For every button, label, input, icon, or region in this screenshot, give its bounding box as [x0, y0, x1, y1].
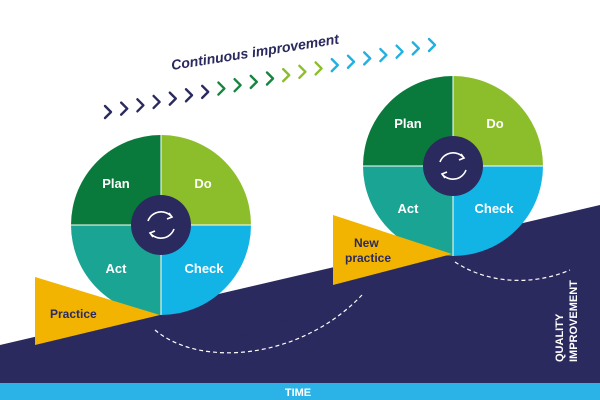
chevron-right-icon	[103, 104, 113, 120]
act-quadrant	[71, 225, 161, 315]
chevron-right-icon	[363, 51, 372, 66]
chevron-right-icon	[298, 64, 307, 79]
chevron-right-icon	[411, 41, 420, 56]
chevron-right-icon	[201, 84, 210, 100]
implementing-label: Implementing new practice	[207, 316, 289, 339]
cycle-center	[131, 195, 191, 255]
act-quadrant	[363, 166, 453, 256]
chevron-right-icon	[330, 57, 339, 73]
quality-axis-label: QUALITY IMPROVEMENT	[554, 280, 580, 362]
new-practice-wedge	[333, 215, 452, 285]
plan-label: Plan	[102, 176, 130, 191]
chevron-right-icon	[395, 44, 404, 59]
progression-chevrons	[103, 37, 437, 120]
implementing-dashed-curve-2	[454, 261, 571, 281]
chevron-right-icon	[346, 54, 356, 69]
practice-wedge	[35, 277, 160, 345]
chevron-right-icon	[136, 98, 145, 113]
new-practice-wedge-label-line2: practice	[345, 251, 391, 265]
chevron-right-icon	[427, 37, 437, 53]
plan-quadrant	[71, 135, 161, 225]
svg-text:QUALITY: QUALITY	[554, 313, 566, 362]
check-label: Check	[184, 261, 224, 276]
chevron-right-icon	[217, 81, 226, 96]
check-quadrant	[161, 225, 251, 315]
plan-label: Plan	[394, 116, 422, 131]
continuous-improvement-title: Continuous improvement	[170, 30, 341, 73]
svg-text:IMPROVEMENT: IMPROVEMENT	[568, 280, 580, 362]
pdca-cycle-1: Plan Do Act Check	[71, 135, 251, 315]
chevron-right-icon	[168, 91, 177, 106]
practice-wedge-label: Practice	[50, 307, 97, 321]
cycle-center	[423, 136, 483, 196]
chevron-right-icon	[379, 47, 388, 63]
check-label: Check	[474, 201, 514, 216]
chevron-right-icon	[184, 88, 194, 103]
time-axis-label: TIME	[285, 387, 311, 399]
act-label: Act	[398, 201, 420, 216]
chevron-right-icon	[249, 74, 258, 90]
svg-text:Implementing new: Implementing new	[207, 316, 289, 327]
check-quadrant	[453, 166, 543, 256]
svg-text:practice: practice	[229, 328, 265, 339]
do-quadrant	[161, 135, 251, 225]
chevron-right-icon	[152, 94, 161, 110]
do-label: Do	[194, 176, 211, 191]
do-label: Do	[486, 116, 503, 131]
chevron-right-icon	[282, 67, 291, 83]
implementing-dashed-curve	[154, 294, 363, 354]
do-quadrant	[453, 76, 543, 166]
chevron-right-icon	[233, 78, 242, 93]
act-label: Act	[106, 261, 128, 276]
chevron-right-icon	[120, 101, 129, 116]
pdca-cycle-2: Plan Do Act Check	[363, 76, 543, 256]
chevron-right-icon	[265, 71, 275, 86]
plan-quadrant	[363, 76, 453, 166]
new-practice-wedge-label-line1: New	[354, 236, 379, 250]
cycle-arrows-icon	[147, 211, 175, 239]
chevron-right-icon	[314, 61, 323, 76]
cycle-arrows-icon	[439, 152, 467, 180]
time-axis-bar	[0, 383, 600, 400]
